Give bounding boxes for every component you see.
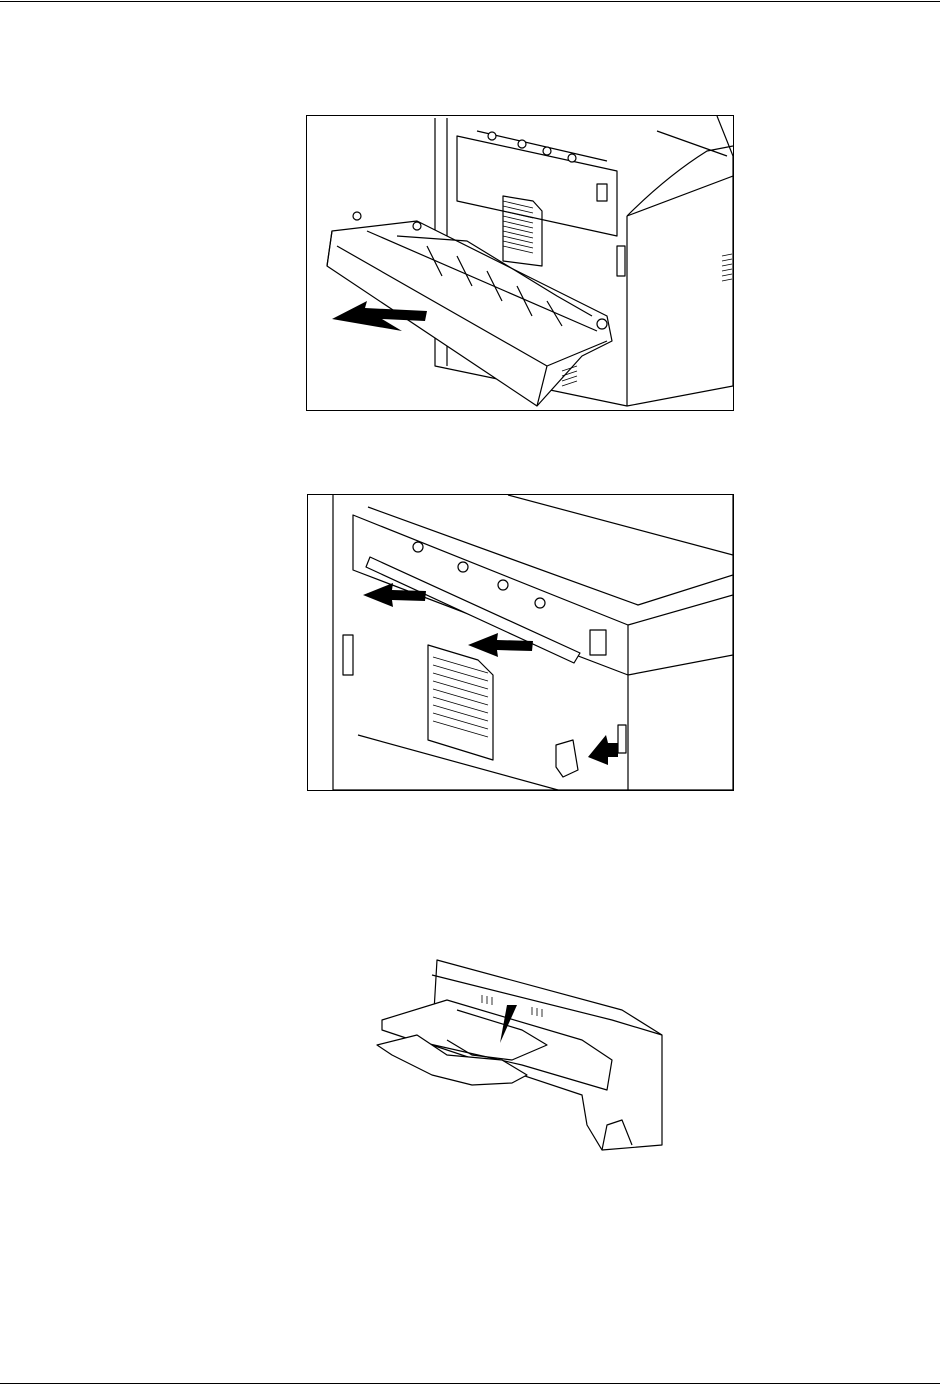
printer-duplex-guide-install-illustration: [332, 495, 733, 790]
figure-duplex-unit-removal: [306, 115, 734, 411]
footer-rule: [0, 1383, 940, 1384]
header-rule: [0, 1, 940, 2]
figure-duplex-guide-install: [307, 494, 734, 791]
output-tray-illustration: [376, 959, 663, 1151]
printer-duplex-unit-removal-illustration: [326, 116, 733, 407]
figure-output-tray: [372, 955, 668, 1155]
